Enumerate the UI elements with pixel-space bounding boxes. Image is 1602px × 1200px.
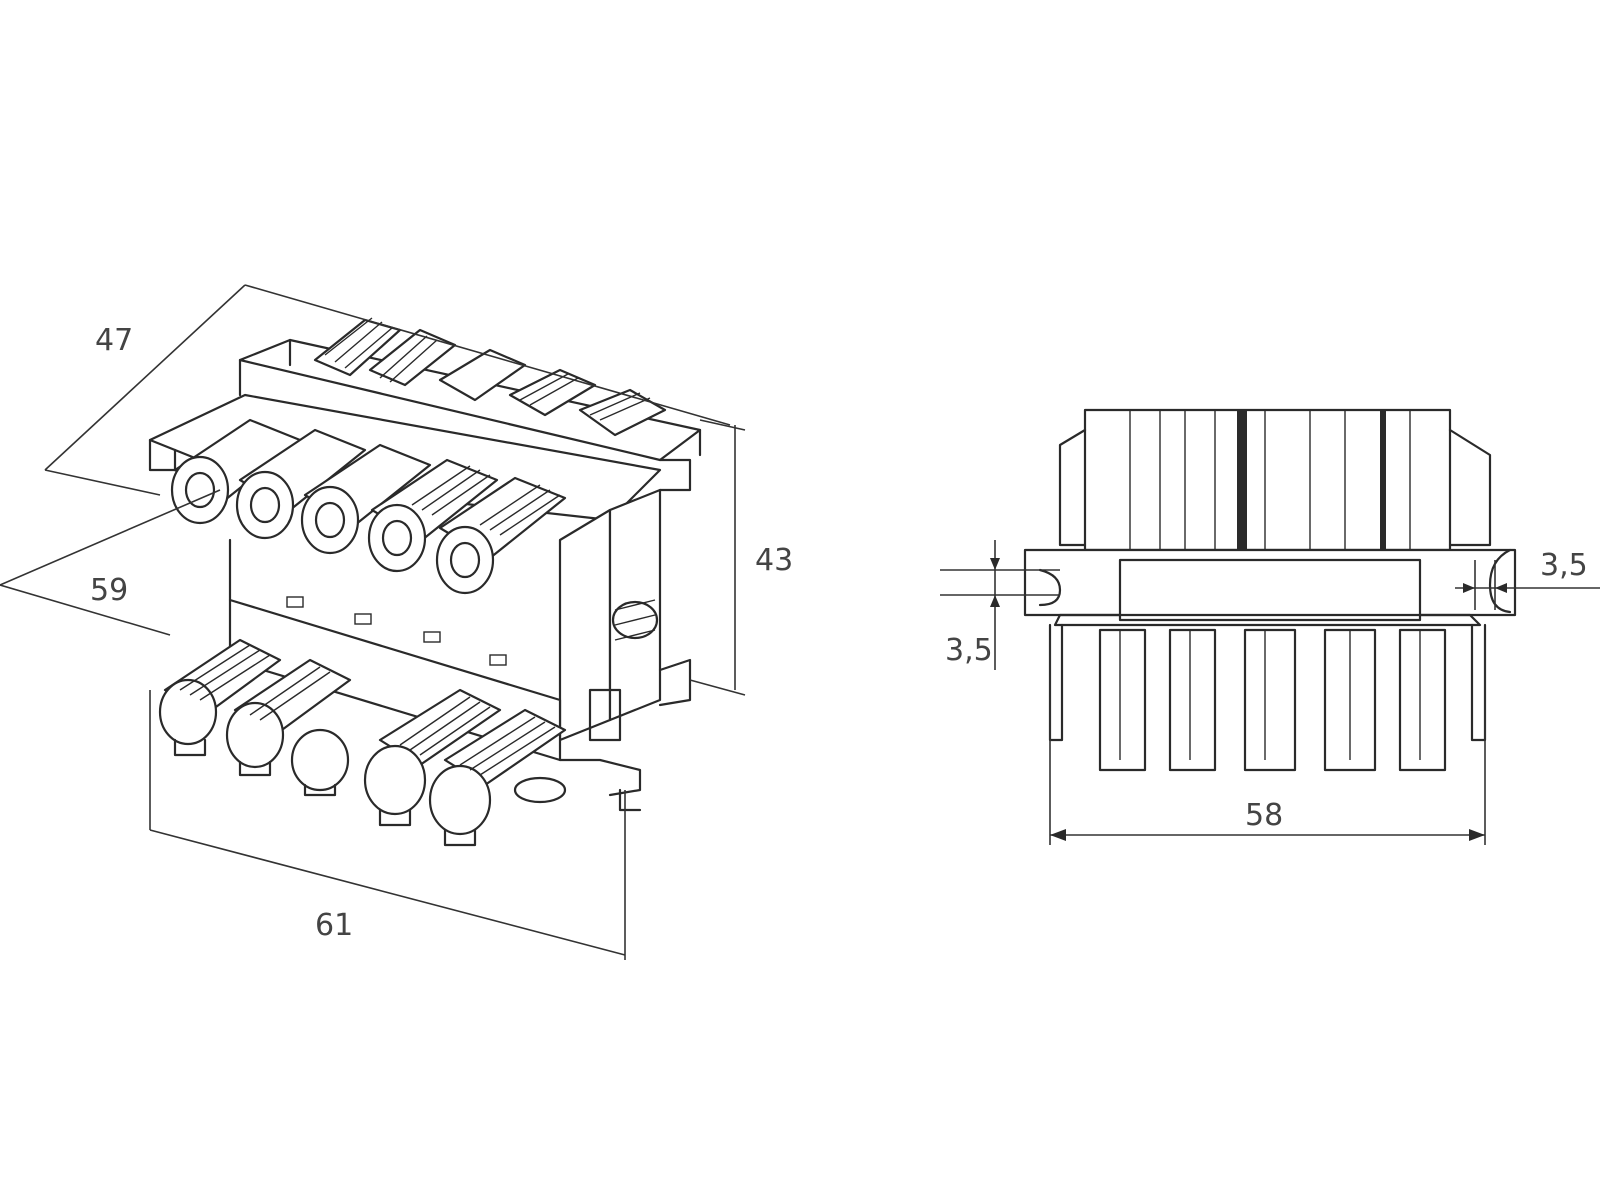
side-view: 3,5 3,5 58 (940, 408, 1600, 845)
iso-top-front-sockets (170, 418, 567, 595)
dim-43-label: 43 (755, 543, 793, 578)
dim-61: 61 (149, 690, 626, 960)
dim-side-right-label: 3,5 (1540, 548, 1588, 583)
dim-43: 43 (689, 419, 793, 696)
side-upper-housing (1058, 408, 1492, 552)
side-lower-pins (1048, 623, 1487, 772)
iso-side-pillar (558, 488, 692, 742)
dim-59: 59 (0, 489, 221, 636)
dim-61-label: 61 (315, 908, 353, 943)
iso-bottom-sockets (158, 638, 567, 847)
side-flange (1023, 548, 1517, 627)
dim-side-left: 3,5 (940, 540, 1060, 670)
dim-side-left-label: 3,5 (945, 633, 993, 668)
dim-side-58-label: 58 (1245, 798, 1283, 833)
dim-47: 47 (44, 284, 731, 496)
iso-contact-markers (286, 596, 507, 666)
isometric-view: 47 59 43 61 (0, 284, 793, 960)
dim-side-58: 58 (1049, 640, 1486, 845)
dim-47-label: 47 (95, 323, 133, 358)
dim-side-right: 3,5 (1455, 548, 1600, 610)
dim-59-label: 59 (90, 573, 128, 608)
